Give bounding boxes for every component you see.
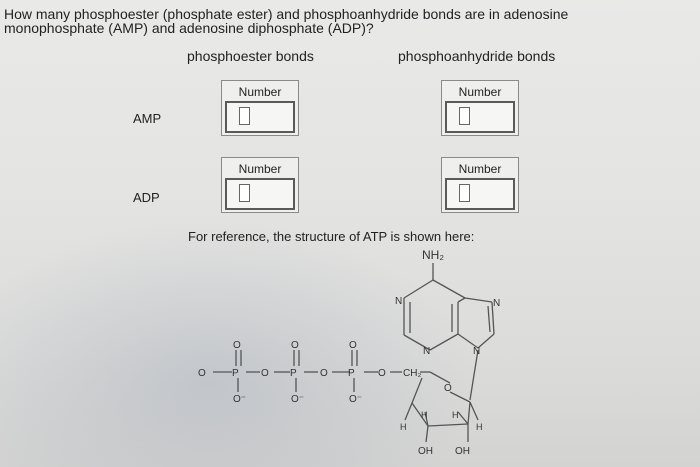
adp-phosphoester-input[interactable] bbox=[225, 178, 295, 210]
question-line-1: How many phosphoester (phosphate ester) … bbox=[4, 6, 569, 22]
phosphorus-label-alpha: P bbox=[348, 368, 355, 379]
hydrogen-label: H bbox=[452, 410, 459, 420]
column-header-phosphoanhydride: phosphoanhydride bonds bbox=[398, 48, 556, 64]
reference-text: For reference, the structure of ATP is s… bbox=[188, 229, 475, 244]
nitrogen-label-n1: N bbox=[395, 296, 402, 307]
adp-phosphoester-field: Number bbox=[221, 157, 299, 213]
hydrogen-label: H bbox=[400, 422, 407, 432]
methylene-label: CH₂ bbox=[403, 368, 421, 379]
number-label: Number bbox=[458, 162, 502, 176]
oxygen-label-bridge-1: O bbox=[261, 368, 269, 379]
nitrogen-label-n9: N bbox=[473, 346, 480, 357]
oxygen-minus-label-alpha: O⁻ bbox=[349, 394, 362, 405]
oxygen-label-gamma-top: O bbox=[233, 340, 241, 351]
oxygen-label-alpha-top: O bbox=[349, 340, 357, 351]
amp-phosphoanhydride-field: Number bbox=[441, 80, 519, 136]
number-label: Number bbox=[238, 162, 282, 176]
text-cursor-box bbox=[459, 107, 470, 125]
row-label-adp: ADP bbox=[133, 190, 160, 205]
ring-oxygen-label: O bbox=[444, 383, 452, 394]
question-text: How many phosphoester (phosphate ester) … bbox=[4, 7, 684, 35]
phosphorus-label-beta: P bbox=[290, 368, 297, 379]
hydrogen-label: H bbox=[476, 422, 483, 432]
amp-phosphoanhydride-input[interactable] bbox=[445, 101, 515, 133]
text-cursor-box bbox=[459, 184, 470, 202]
nitrogen-label-n7: N bbox=[493, 298, 500, 309]
amino-group-label: NH₂ bbox=[422, 248, 444, 262]
oxygen-label-ester: O bbox=[378, 368, 386, 379]
text-cursor-box bbox=[239, 184, 250, 202]
amp-phosphoester-field: Number bbox=[221, 80, 299, 136]
adp-phosphoanhydride-field: Number bbox=[441, 157, 519, 213]
nitrogen-label-n3: N bbox=[423, 346, 430, 357]
question-line-2: monophosphate (AMP) and adenosine diphos… bbox=[4, 20, 374, 36]
oxygen-minus-label-terminal: O bbox=[198, 368, 206, 379]
amp-phosphoester-input[interactable] bbox=[225, 101, 295, 133]
oxygen-minus-label-gamma: O⁻ bbox=[233, 394, 246, 405]
adp-phosphoanhydride-input[interactable] bbox=[445, 178, 515, 210]
text-cursor-box bbox=[239, 107, 250, 125]
number-label: Number bbox=[458, 85, 502, 99]
number-label: Number bbox=[238, 85, 282, 99]
hydrogen-label: H bbox=[421, 410, 428, 420]
row-label-amp: AMP bbox=[133, 111, 162, 126]
hydroxyl-label-2: OH bbox=[418, 446, 433, 457]
oxygen-label-bridge-2: O bbox=[320, 368, 328, 379]
hydroxyl-label-3: OH bbox=[455, 446, 470, 457]
column-header-phosphoester: phosphoester bonds bbox=[187, 48, 314, 64]
oxygen-minus-label-beta: O⁻ bbox=[291, 394, 304, 405]
oxygen-label-beta-top: O bbox=[291, 340, 299, 351]
phosphorus-label-gamma: P bbox=[232, 368, 239, 379]
